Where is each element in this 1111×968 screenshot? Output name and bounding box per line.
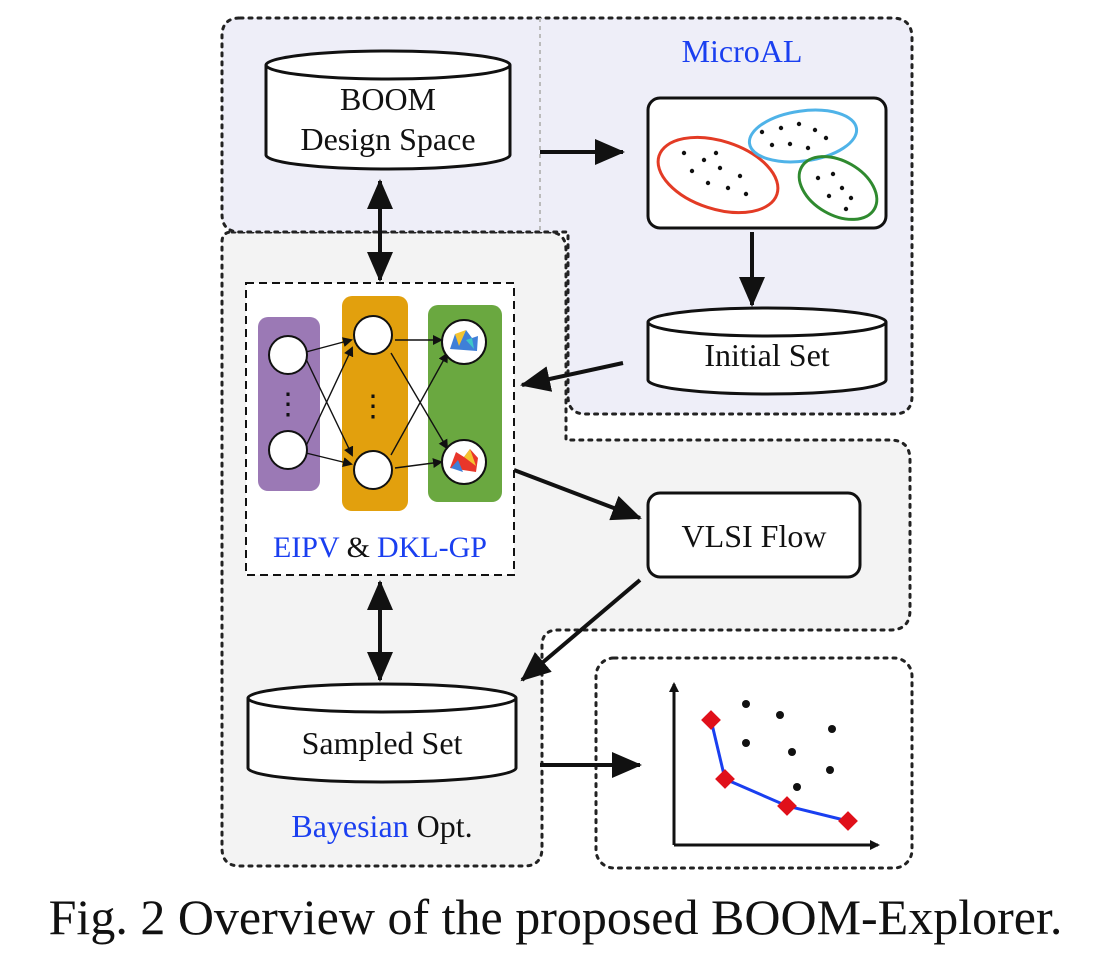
hidden-neuron-bottom (353, 450, 393, 490)
model-box: ⋮ ⋮ EIPV&DKL-GP (245, 282, 515, 576)
flow-arrows (367, 139, 765, 778)
sampled-set-node: Sampled Set (246, 682, 518, 784)
initial-set-node: Initial Set (646, 306, 888, 396)
input-ellipsis: ⋮ (273, 388, 303, 421)
network-edges (305, 335, 449, 469)
microal-label: MicroAL (682, 33, 803, 69)
pareto-region (594, 656, 914, 870)
hidden-neuron-top (353, 315, 393, 355)
cluster-red (656, 135, 780, 215)
input-neuron-top (268, 335, 308, 375)
vlsi-flow-node: VLSI Flow (646, 491, 862, 579)
gp-output-bottom (441, 439, 487, 485)
gp-output-top (441, 319, 487, 365)
cluster-points (681, 121, 854, 212)
arrow-initial-to-model (520, 361, 624, 392)
hidden-ellipsis: ⋮ (358, 390, 388, 423)
initial-set-label: Initial Set (704, 337, 829, 373)
pareto-plot (669, 682, 880, 850)
dominated-points (742, 700, 836, 791)
input-neuron-bottom (268, 430, 308, 470)
cluster-green (797, 155, 879, 221)
design-space-label-line2: Design Space (300, 121, 475, 157)
model-label: EIPV&DKL-GP (273, 531, 487, 564)
pareto-points (701, 710, 858, 831)
pareto-frontier (709, 719, 849, 823)
arrow-model-to-vlsi (513, 468, 642, 521)
figure-caption: Fig. 2 Overview of the proposed BOOM-Exp… (48, 889, 1063, 945)
clustering-node (646, 96, 888, 230)
arrow-vlsi-to-sampled (520, 578, 642, 682)
vlsi-flow-label: VLSI Flow (682, 518, 827, 554)
design-space-label-line1: BOOM (340, 81, 436, 117)
boom-design-space-node: BOOM Design Space (264, 49, 512, 171)
sampled-set-label: Sampled Set (302, 725, 463, 761)
